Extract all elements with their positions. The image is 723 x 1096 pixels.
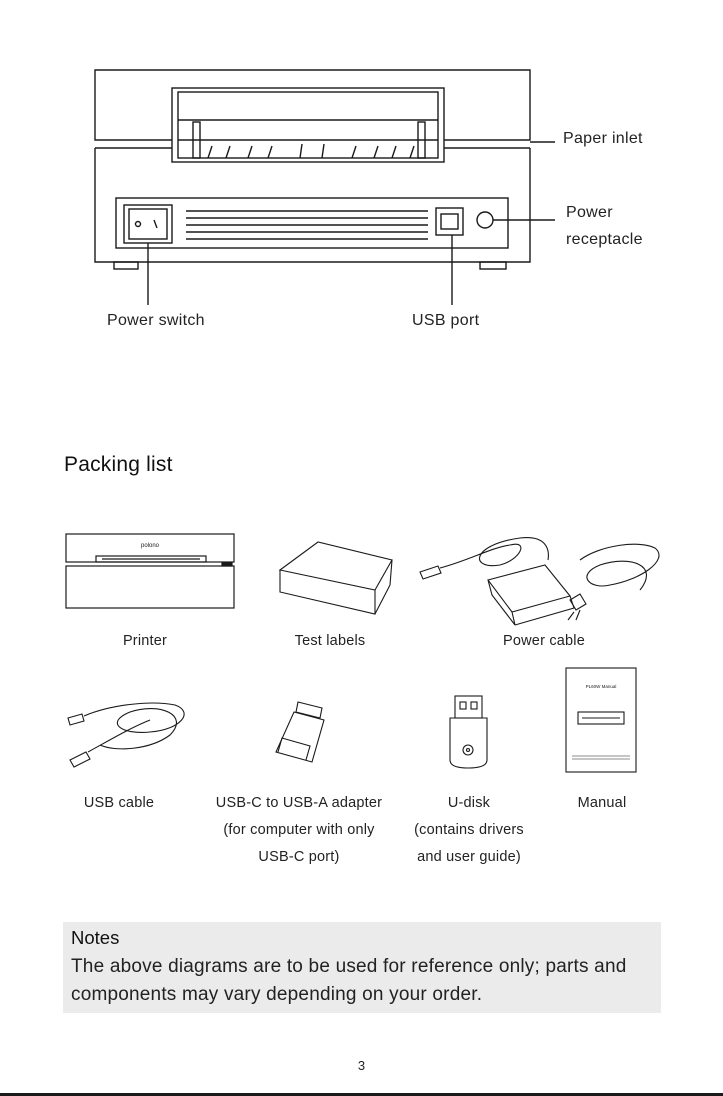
power-receptacle-label-line1: Power (566, 204, 613, 221)
adapter-caption-line3: USB-C port) (258, 849, 340, 865)
paper-inlet-label: Paper inlet (563, 130, 643, 147)
usb-adapter-illustration (275, 701, 325, 763)
manual-caption: Manual (577, 795, 627, 811)
notes-title: Notes (71, 927, 120, 948)
power-switch-label: Power switch (107, 312, 205, 329)
manual-illustration: PL60W Manual (565, 667, 637, 773)
usb-port-label: USB port (412, 312, 480, 329)
power-cable-illustration (419, 537, 660, 626)
udisk-caption-line2: (contains drivers (414, 822, 524, 838)
notes-body: The above diagrams are to be used for re… (71, 956, 627, 1005)
printer-rear-diagram (94, 69, 555, 305)
test-labels-illustration (278, 541, 393, 615)
adapter-caption-line1: USB-C to USB-A adapter (215, 795, 383, 811)
manual-cover-title: PL60W Manual (586, 684, 617, 689)
usb-cable-caption: USB cable (83, 795, 155, 811)
bottom-rule (0, 1093, 723, 1096)
adapter-caption-line2: (for computer with only (223, 822, 375, 838)
power-receptacle-label-line2: receptacle (566, 231, 643, 248)
packing-list-title: Packing list (64, 453, 173, 476)
printer-caption: Printer (122, 633, 168, 649)
udisk-caption-line3: and user guide) (417, 849, 521, 865)
power-cable-caption: Power cable (503, 633, 585, 649)
udisk-illustration (449, 695, 488, 769)
printer-illustration: polono (65, 533, 235, 609)
udisk-caption-line1: U-disk (447, 795, 491, 811)
test-labels-caption: Test labels (294, 633, 366, 649)
printer-logo: polono (141, 543, 160, 549)
notes-box: Notes The above diagrams are to be used … (63, 922, 661, 1013)
page-number: 3 (357, 1058, 366, 1073)
usb-cable-illustration (67, 702, 185, 768)
